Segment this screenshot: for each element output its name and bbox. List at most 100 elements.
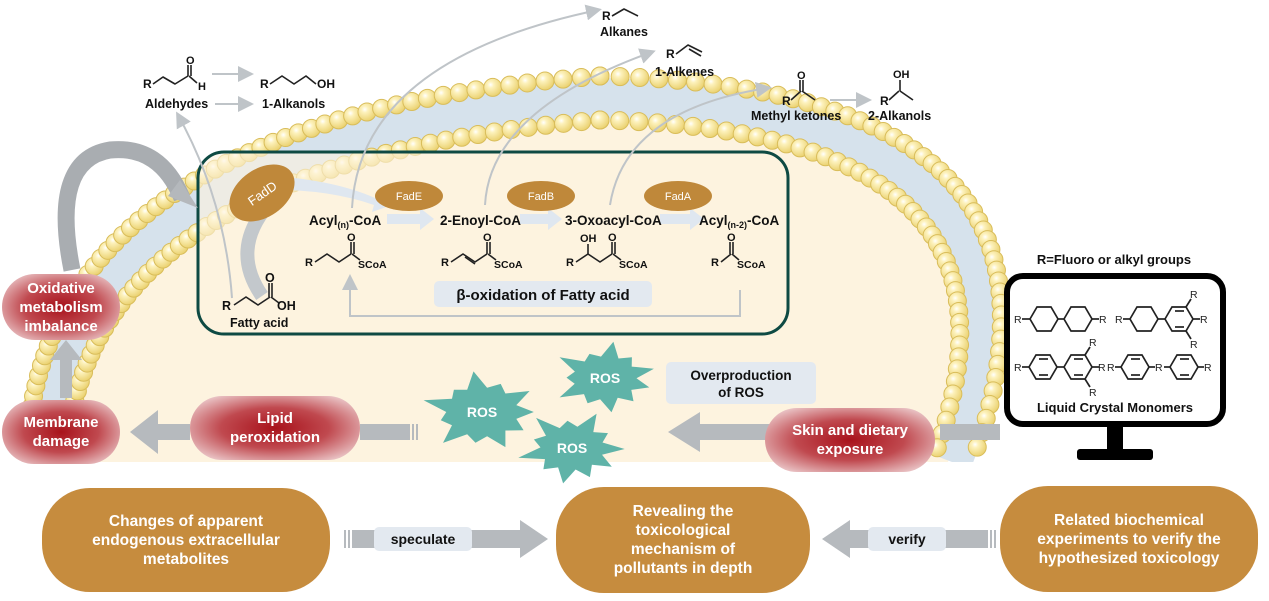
lipid-head: [630, 68, 650, 88]
feedback-curved-arrow: [57, 141, 190, 272]
lipid-head: [417, 88, 437, 108]
fadb-label: FadB: [528, 191, 554, 203]
svg-text:R: R: [1155, 362, 1163, 374]
arrow-to-alkanes: [351, 4, 602, 209]
svg-text:R: R: [1014, 314, 1022, 326]
svg-text:OH: OH: [277, 299, 296, 313]
verify-tag: [868, 527, 946, 551]
svg-text:OH: OH: [580, 233, 597, 245]
alkanes-label: Alkanes: [600, 25, 648, 39]
enzyme-fade: FadE: [375, 181, 443, 211]
enoyl-structure: R O SCoA: [441, 232, 523, 271]
enoyl-coa-label: 2-Enoyl-CoA: [440, 213, 521, 228]
alkenes1-label: 1-Alkenes: [655, 65, 714, 79]
acyl-n2-coa-label: Acyl(n-2)-CoA: [699, 213, 780, 230]
arrow-lipid-to-membrane: [130, 410, 190, 454]
arrow-to-alkenes: [484, 48, 656, 206]
enzyme-fadd: FadD: [229, 164, 295, 222]
svg-text:O: O: [347, 232, 356, 244]
svg-text:R: R: [880, 94, 889, 108]
svg-text:O: O: [186, 55, 195, 67]
svg-text:OH: OH: [893, 69, 910, 81]
feedback-arrowhead: [168, 180, 198, 208]
lipid-head: [610, 111, 630, 131]
membrane-damage-pill: Membrane damage: [2, 400, 120, 464]
lipid-head: [572, 112, 592, 132]
aldehydes-product: R O H Aldehydes: [143, 55, 208, 111]
lipid-head: [449, 83, 469, 103]
svg-text:R: R: [1200, 314, 1208, 326]
ros-star: [423, 371, 534, 448]
svg-text:R: R: [1089, 387, 1097, 399]
r-note: R=Fluoro or alkyl groups: [1037, 252, 1191, 267]
svg-text:R: R: [143, 77, 152, 91]
fada-label: FadA: [665, 191, 692, 203]
enzyme-fadb: FadB: [507, 181, 575, 211]
lipid-head: [433, 85, 453, 105]
overproduction-line2: of ROS: [718, 385, 764, 400]
svg-text:R: R: [1098, 362, 1106, 374]
svg-text:R: R: [441, 257, 449, 269]
svg-text:R: R: [1107, 362, 1115, 374]
lipid-head: [590, 110, 610, 130]
svg-text:R: R: [222, 299, 231, 313]
alkanols1-label: 1-Alkanols: [262, 97, 325, 111]
acyl-n2-structure: R O SCoA: [711, 232, 766, 271]
fatty-acid-structure: R O OH Fatty acid: [222, 271, 296, 330]
svg-text:R: R: [566, 257, 574, 269]
lipid-head: [737, 79, 757, 99]
up-arrow: [50, 340, 82, 398]
lipid-head: [517, 73, 537, 93]
arrow-exposure-to-ros: [668, 412, 770, 452]
ros-star: [518, 413, 625, 484]
fade-label: FadE: [396, 191, 422, 203]
svg-text:R: R: [1190, 289, 1198, 301]
svg-text:R: R: [1089, 337, 1097, 349]
svg-text:SCoA: SCoA: [494, 259, 523, 271]
lipid-head: [610, 67, 630, 87]
svg-text:R: R: [602, 9, 611, 23]
arrow-lcm-to-exposure: [940, 424, 1000, 440]
svg-text:SCoA: SCoA: [619, 259, 648, 271]
monitor-icon: R=Fluoro or alkyl groups R R R R R R R R…: [1004, 252, 1226, 460]
changes-metabolites-pill: Changes of apparent endogenous extracell…: [42, 488, 330, 592]
lipid-head: [536, 115, 556, 135]
fatty-acid-label: Fatty acid: [230, 316, 288, 330]
svg-text:R: R: [305, 257, 313, 269]
arrow-to-aldehydes: [176, 111, 233, 299]
lipid-head: [700, 119, 720, 139]
svg-text:R: R: [260, 77, 269, 91]
lipid-head: [753, 82, 773, 102]
lipid-head: [500, 75, 520, 95]
lipid-head: [484, 122, 504, 142]
lipid-head: [649, 69, 669, 89]
svg-text:OH: OH: [317, 77, 335, 91]
speculate-label: speculate: [391, 531, 456, 547]
lipid-head: [666, 114, 686, 134]
arrow-to-methyl-ketones: [609, 81, 772, 206]
verify-label: verify: [888, 531, 926, 547]
svg-text:O: O: [727, 232, 736, 244]
lipid-head: [483, 77, 503, 97]
lipid-head: [720, 76, 740, 96]
lipid-head: [501, 120, 521, 140]
methyl-ketones-label: Methyl ketones: [751, 109, 841, 123]
enzyme-fada: FadA: [644, 181, 712, 211]
ros-star: [559, 341, 654, 413]
svg-text:R: R: [1190, 339, 1198, 351]
alkanols2-product: R OH 2-Alkanols: [868, 69, 931, 123]
lipid-head: [683, 116, 703, 136]
oxoacyl-coa-label: 3-Oxoacyl-CoA: [565, 213, 662, 228]
svg-text:R: R: [1014, 362, 1022, 374]
speculate-tag: [374, 527, 472, 551]
beta-oxidation-title: β-oxidation of Fatty acid: [456, 287, 629, 304]
overproduction-box: [666, 362, 816, 404]
ros-label: ROS: [467, 404, 497, 420]
lipid-head: [420, 133, 440, 153]
oxoacyl-structure: R OH O SCoA: [566, 232, 648, 271]
ros-label: ROS: [590, 370, 620, 386]
svg-text:SCoA: SCoA: [358, 259, 387, 271]
methyl-ketones-product: R O Methyl ketones: [751, 70, 841, 123]
acyl-n-coa-label: Acyl(n)-CoA: [309, 213, 382, 230]
